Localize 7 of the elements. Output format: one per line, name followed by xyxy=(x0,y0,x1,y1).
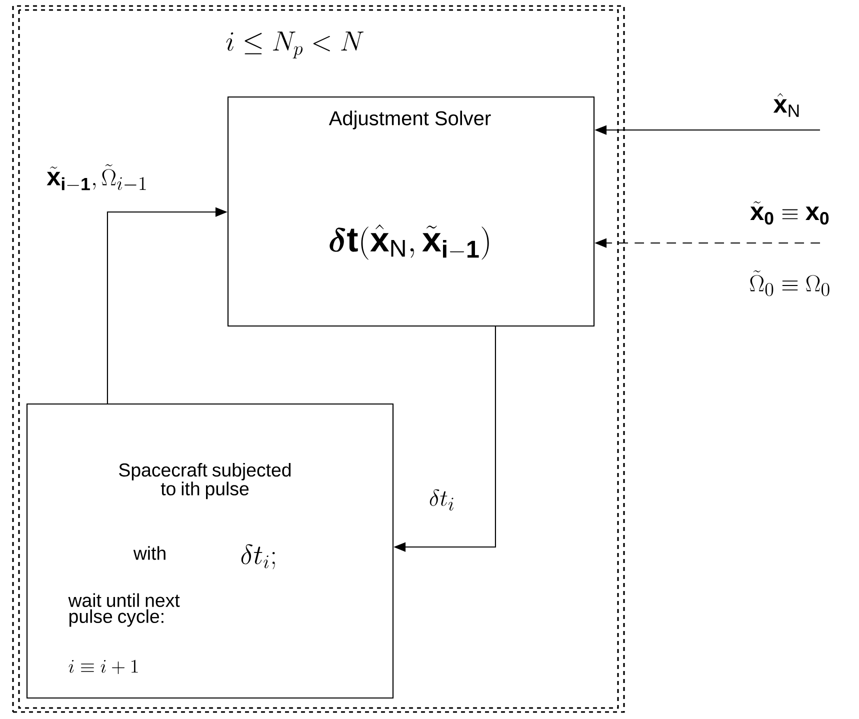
process-box: Adjustment Solver $\boldsymbol{\delta}\mathbf{t}(\hat{\mathbf{x}}_{\mathrm{N}}, \tilde{\mathbf{x}}_{\mathbf{i-1}})$ xyxy=(227,96,595,327)
edge-label: $\delta t_{i}$ xyxy=(430,489,454,511)
edge-label: $\hat{\mathbf{x}}_{\mathrm{N}}$ xyxy=(773,93,799,117)
edge-label: $\tilde{\mathbf{x}}_{\mathbf{0}} \equiv \mathbf{x}_{\mathbf{0}}$ xyxy=(750,201,829,225)
formula-label: $\tilde{\Omega}_{0} \equiv \Omega_{0}$ xyxy=(750,270,830,296)
edge-label: $\tilde{\mathbf{x}}_{\mathbf{i-1}}, \tilde{\Omega}_{i-1}$ xyxy=(46,164,146,190)
process-box: Spacecraft subjected to ith pulse with $\delta t_{i};$ wait until next pulse cycle: $i \equiv i+1$ xyxy=(26,403,394,699)
